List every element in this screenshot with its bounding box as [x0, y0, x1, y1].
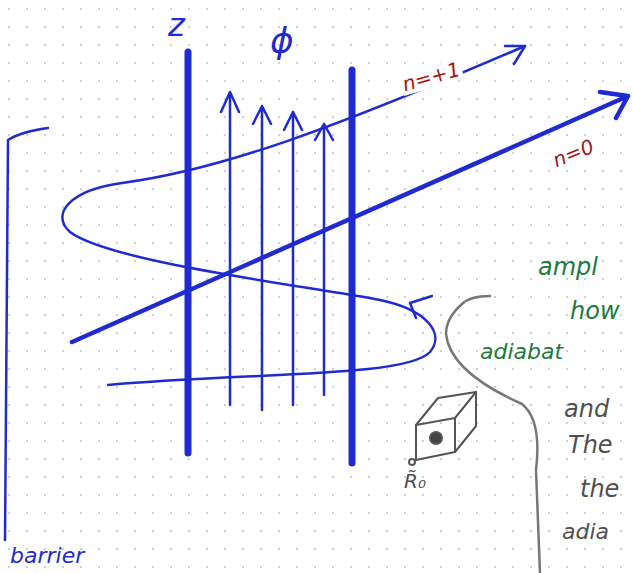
camera-label: R̃₀: [402, 470, 428, 492]
note-text: the: [578, 476, 621, 502]
arrowhead: [505, 46, 525, 64]
path-n1: [62, 46, 525, 385]
callout-outline: [446, 296, 540, 573]
camera-icon: [409, 392, 476, 465]
note-text: and: [562, 396, 611, 422]
note-text: The: [566, 432, 615, 458]
note-text: adia: [560, 520, 611, 544]
barrier-label: barrier: [8, 544, 86, 568]
note-text: ampl: [536, 254, 600, 280]
winding-label: n=0: [548, 134, 599, 172]
axis-label: z: [166, 8, 187, 42]
path-n0: [72, 92, 628, 342]
solenoid-wall: [185, 52, 192, 453]
note-text: adiabat: [478, 340, 565, 364]
arrowhead: [410, 296, 432, 318]
flux-label: ϕ: [268, 22, 296, 60]
note-text: how: [568, 298, 622, 324]
barrier-line: [5, 128, 48, 540]
solenoid-wall: [349, 70, 356, 463]
winding-label: n=+1: [398, 58, 465, 96]
